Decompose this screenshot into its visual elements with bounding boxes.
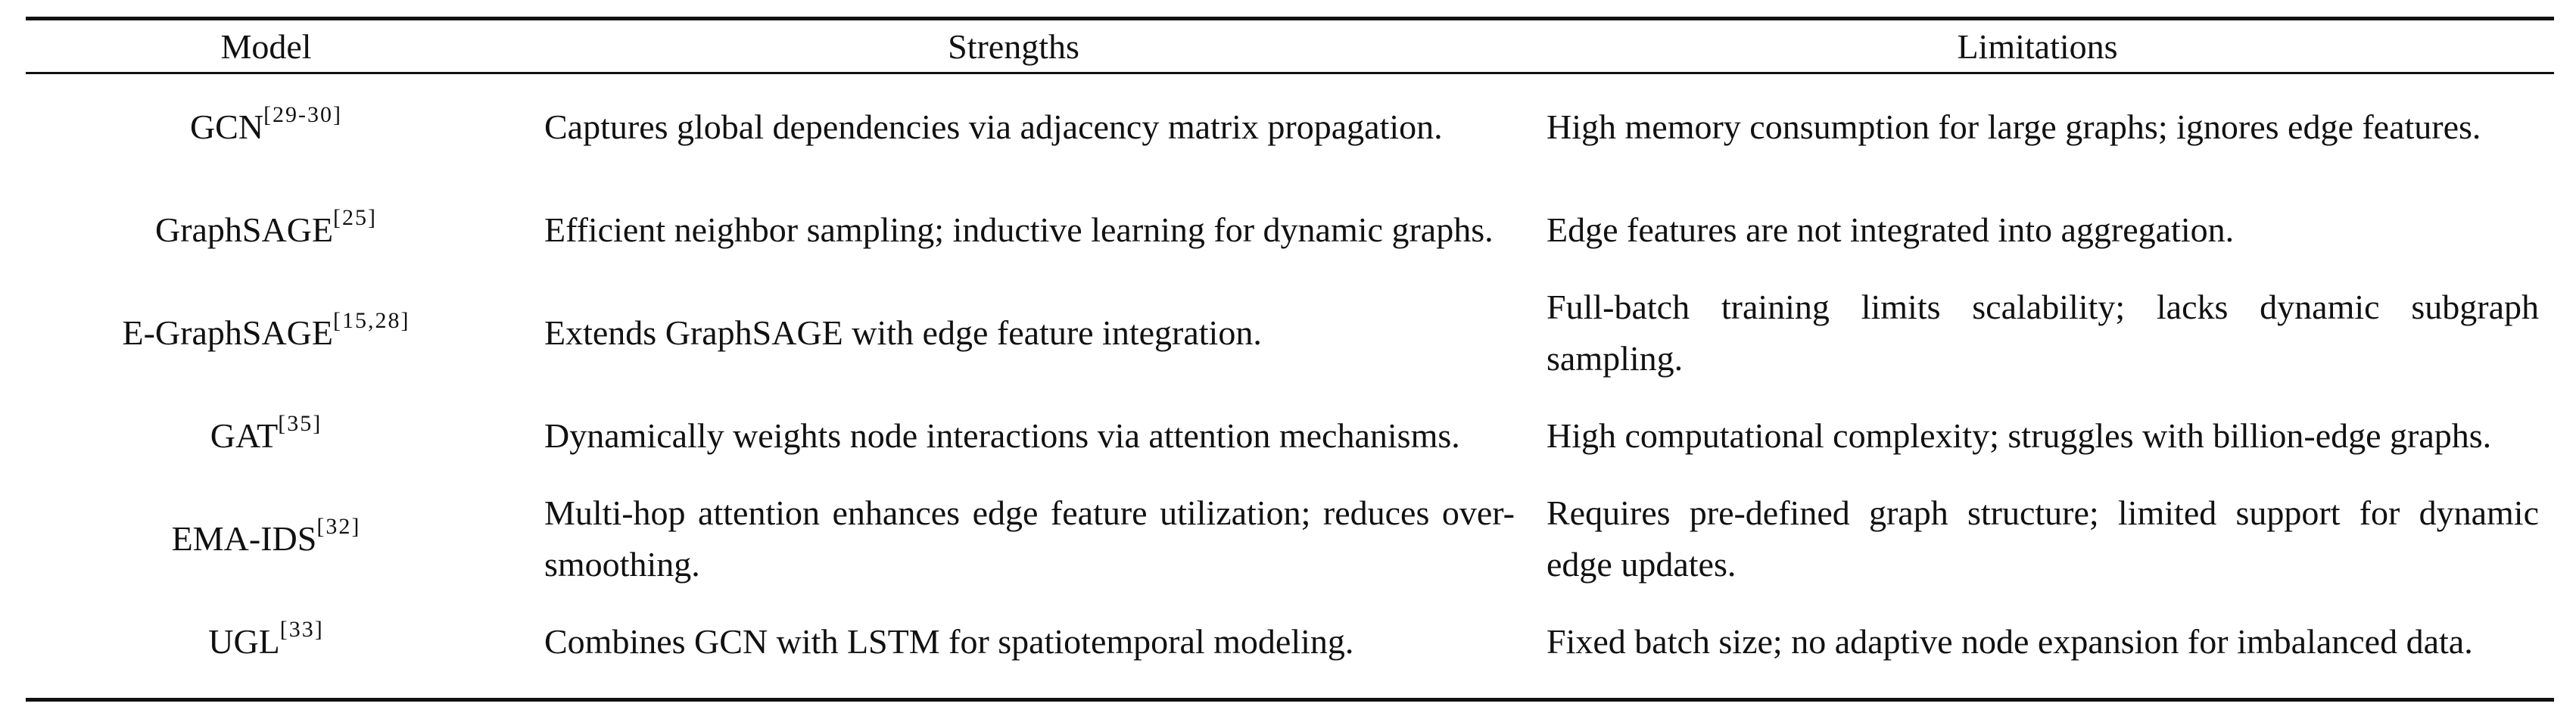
- strengths-cell: Dynamically weights node interactions vi…: [544, 416, 1460, 455]
- table-body: GCN[29-30] Captures global dependencies …: [26, 74, 2554, 698]
- comparison-table: Model Strengths Limitations GCN[29-30] C…: [26, 17, 2554, 702]
- model-name: GCN: [189, 107, 264, 146]
- header-model: Model: [220, 26, 312, 66]
- table-row: GraphSAGE[25] Efficient neighbor samplin…: [26, 179, 2554, 282]
- model-reference: [15,28]: [333, 308, 410, 333]
- header-strengths: Strengths: [948, 26, 1079, 66]
- limitations-cell: Requires pre-defined graph structure; li…: [1547, 493, 2539, 584]
- table-bottom-rule: [26, 698, 2554, 702]
- model-cell: GraphSAGE[25]: [26, 204, 506, 256]
- model-name: GraphSAGE: [154, 210, 334, 249]
- limitations-cell: Full-batch training limits scalability; …: [1547, 288, 2539, 378]
- model-reference: [33]: [279, 617, 324, 642]
- strengths-cell: Combines GCN with LSTM for spatiotempora…: [544, 622, 1354, 661]
- model-cell: EMA-IDS[32]: [26, 513, 506, 565]
- header-limitations: Limitations: [1957, 26, 2118, 66]
- model-name: UGL: [208, 622, 280, 661]
- limitations-cell: Fixed batch size; no adaptive node expan…: [1547, 622, 2473, 661]
- table-top-rule: [26, 17, 2554, 20]
- limitations-cell: High memory consumption for large graphs…: [1547, 107, 2481, 146]
- model-reference: [29-30]: [263, 102, 343, 127]
- strengths-cell: Extends GraphSAGE with edge feature inte…: [544, 313, 1262, 352]
- model-name: E-GraphSAGE: [122, 313, 334, 352]
- table-header-rule: [26, 72, 2554, 74]
- strengths-cell: Multi-hop attention enhances edge featur…: [544, 493, 1515, 584]
- model-reference: [32]: [316, 514, 361, 539]
- table-row: UGL[33] Combines GCN with LSTM for spati…: [26, 590, 2554, 693]
- model-cell: UGL[33]: [26, 616, 506, 668]
- table-row: GCN[29-30] Captures global dependencies …: [26, 76, 2554, 179]
- model-cell: E-GraphSAGE[15,28]: [26, 307, 506, 359]
- model-name: GAT: [210, 416, 279, 455]
- table-header-row: Model Strengths Limitations: [26, 20, 2554, 72]
- limitations-cell: High computational complexity; struggles…: [1547, 416, 2492, 455]
- model-cell: GCN[29-30]: [26, 101, 506, 153]
- table-row: E-GraphSAGE[15,28] Extends GraphSAGE wit…: [26, 282, 2554, 384]
- limitations-cell: Edge features are not integrated into ag…: [1547, 210, 2235, 249]
- strengths-cell: Captures global dependencies via adjacen…: [544, 107, 1443, 146]
- table-row: EMA-IDS[32] Multi-hop attention enhances…: [26, 487, 2554, 590]
- model-reference: [35]: [278, 411, 322, 436]
- model-name: EMA-IDS: [171, 519, 317, 558]
- strengths-cell: Efficient neighbor sampling; inductive l…: [544, 210, 1494, 249]
- model-cell: GAT[35]: [26, 410, 506, 462]
- model-reference: [25]: [333, 205, 378, 230]
- table-row: GAT[35] Dynamically weights node interac…: [26, 384, 2554, 487]
